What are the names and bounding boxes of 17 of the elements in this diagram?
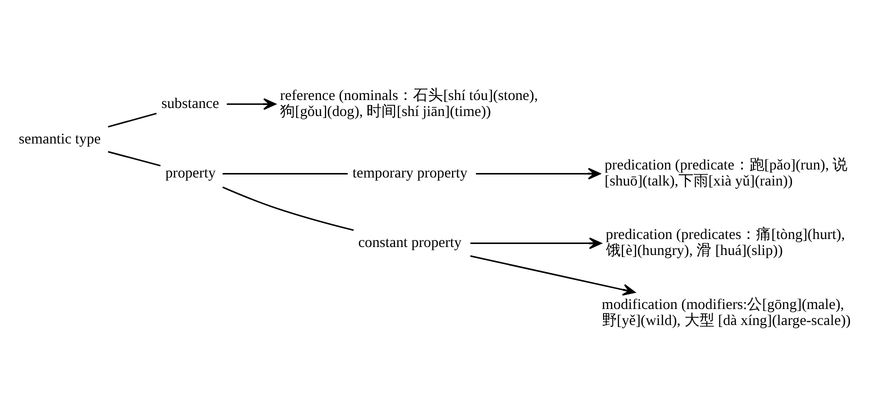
node-text: temporary property bbox=[352, 166, 468, 182]
node-text: property bbox=[165, 166, 216, 182]
connector bbox=[222, 186, 354, 231]
connector bbox=[108, 112, 157, 128]
arrow bbox=[476, 168, 601, 180]
arrow bbox=[226, 98, 276, 110]
arrow bbox=[470, 237, 602, 250]
node-text: predication (predicates：痛[tòng](hurt), 饿[è](hungry), 滑 [huá](slip)) bbox=[606, 227, 845, 260]
node-text: modification (modifiers:公[gōng](male), 野[yě](wild), 大型 [dà xíng](large-scale)) bbox=[602, 296, 851, 329]
arrow bbox=[470, 255, 636, 296]
node-text: substance bbox=[161, 96, 220, 112]
connector bbox=[222, 172, 348, 174]
node-text: constant property bbox=[358, 235, 462, 252]
node-text: predication (predicate：跑[pǎo](run), 说 [shuō](talk),下雨[xià yǔ](rain)) bbox=[604, 158, 848, 190]
node-text: semantic type bbox=[18, 131, 101, 148]
connector bbox=[108, 151, 161, 166]
node-text: reference (nominals：石头[shí tóu](stone), 狗[gǒu](dog), 时间[shí jiān](time)) bbox=[280, 88, 538, 120]
